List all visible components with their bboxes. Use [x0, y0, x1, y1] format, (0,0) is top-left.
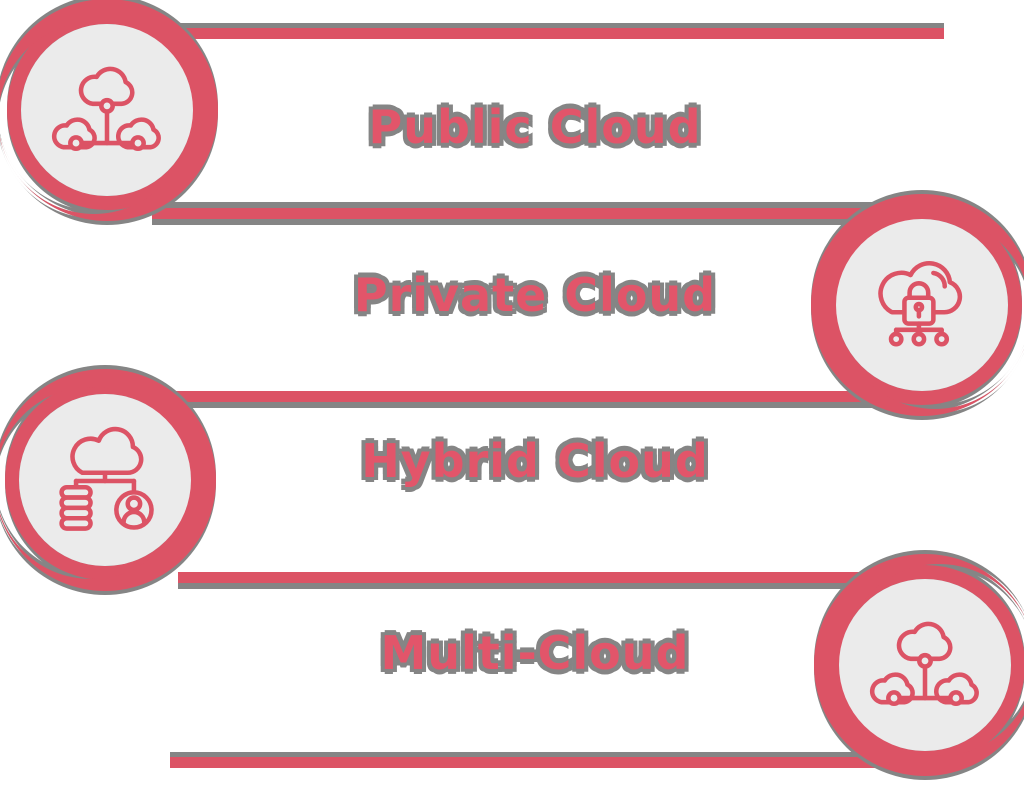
cloud-network-icon: [51, 66, 161, 152]
row-title-public-cloud: Public Cloud: [368, 100, 702, 154]
connector-line-row3-row4: [178, 572, 862, 583]
connector-line-row2-row3: [112, 391, 914, 402]
connector-line-top: [140, 28, 944, 39]
row-title-private-cloud: Private Cloud: [353, 268, 717, 322]
cloud-network-icon: [869, 621, 979, 707]
cloud-lock-network-icon: [878, 261, 963, 347]
cloud-database-user-icon: [59, 426, 154, 531]
connector-line-bottom: [170, 757, 880, 768]
row-title-hybrid-cloud: Hybrid Cloud: [361, 434, 709, 488]
row-title-multi-cloud: Multi-Cloud: [380, 626, 690, 680]
connector-line-row1-row2: [152, 208, 872, 219]
